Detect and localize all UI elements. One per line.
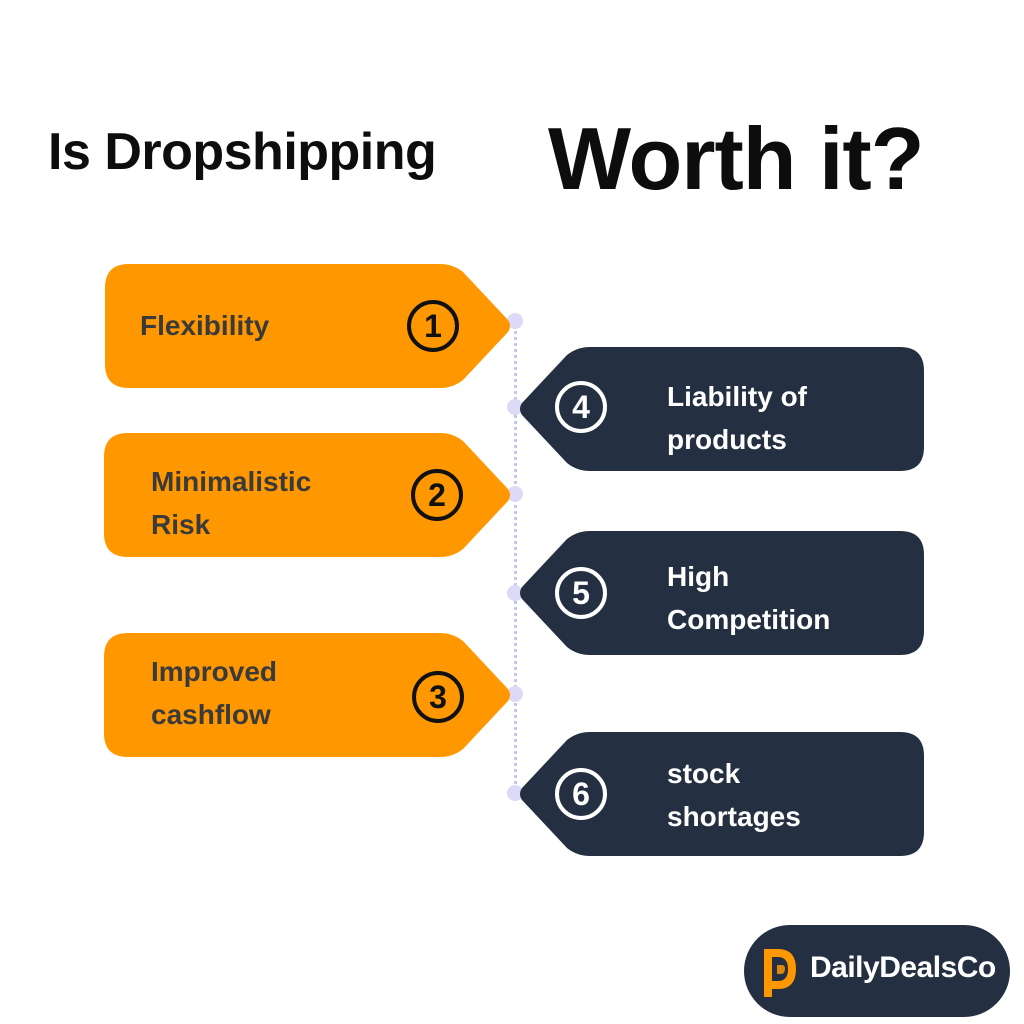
pro-card-3: Improved cashflow 3	[104, 633, 510, 757]
brand-logo: DailyDealsCo	[744, 925, 1010, 1017]
pro-card-1: Flexibility 1	[105, 264, 510, 388]
pro-card-2: Minimalistic Risk 2	[104, 433, 510, 557]
con-card-4: 4 Liability of products	[520, 347, 924, 471]
con-card-line: Competition	[667, 604, 831, 635]
pro-card-line: cashflow	[151, 699, 271, 730]
con-card-line: products	[667, 424, 787, 455]
con-card-shape	[520, 732, 924, 856]
brand-logo-icon	[764, 949, 796, 997]
con-card-line: shortages	[667, 801, 801, 832]
con-card-label: High Competition	[667, 555, 830, 641]
timeline-dot	[507, 486, 523, 502]
con-card-label: stock shortages	[667, 752, 801, 838]
pro-card-label: Minimalistic Risk	[151, 460, 311, 546]
con-number-badge: 5	[555, 567, 607, 619]
con-number-badge: 4	[555, 381, 607, 433]
con-card-line: High	[667, 561, 730, 592]
pro-card-line: Improved	[151, 656, 278, 687]
pro-card-shape	[104, 633, 510, 757]
pro-number-badge: 2	[411, 469, 463, 521]
con-card-5: 5 High Competition	[520, 531, 924, 655]
timeline-dot	[507, 585, 523, 601]
pro-card-shape	[104, 433, 510, 557]
timeline-dot	[507, 313, 523, 329]
timeline-line	[514, 320, 517, 795]
con-card-shape	[520, 347, 924, 471]
pro-card-label: Improved cashflow	[151, 650, 277, 736]
con-card-line: Liability of	[667, 381, 807, 412]
title-prefix: Is Dropshipping	[48, 123, 437, 181]
timeline-dot	[507, 785, 523, 801]
con-card-label: Liability of products	[667, 375, 807, 461]
pro-card-label: Flexibility	[140, 304, 269, 347]
timeline-dot	[507, 399, 523, 415]
pro-number-badge: 1	[407, 300, 459, 352]
pro-card-shape	[105, 264, 510, 388]
con-card-6: 6 stock shortages	[520, 732, 924, 856]
timeline-dot	[507, 686, 523, 702]
pro-number-badge: 3	[412, 671, 464, 723]
pro-card-line: Minimalistic	[151, 466, 312, 497]
con-card-shape	[520, 531, 924, 655]
brand-logo-text: DailyDealsCo	[810, 951, 996, 984]
title-emphasis: Worth it?	[548, 109, 924, 208]
pro-card-line: Flexibility	[140, 310, 270, 341]
pro-card-line: Risk	[151, 509, 211, 540]
con-number-badge: 6	[555, 768, 607, 820]
con-card-line: stock	[667, 758, 741, 789]
